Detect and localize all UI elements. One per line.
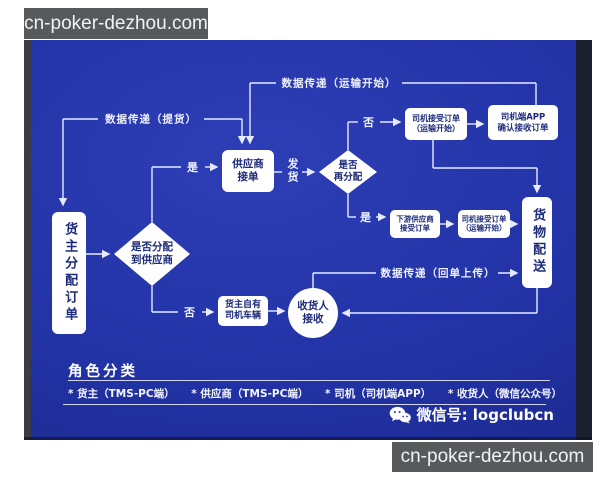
connector-lines — [58, 82, 542, 318]
node-shipper-order: 货主分配订单 — [62, 222, 78, 324]
node-consignee-shape — [288, 288, 338, 338]
flowchart-canvas — [52, 82, 558, 338]
legend-divider-bottom — [63, 404, 546, 405]
label-ship-goods: 发货 — [286, 158, 299, 184]
label-yes-redistribute: 是 — [360, 211, 372, 224]
node-goods-delivery-shape — [522, 197, 552, 288]
legend-title: 角色分类 — [68, 364, 138, 380]
node-supplier-accept-shape — [222, 150, 274, 192]
label-no-assign: 否 — [184, 306, 196, 319]
node-goods-delivery: 货物配送 — [530, 208, 546, 276]
node-shipper-order-shape — [52, 212, 86, 334]
label-no-redistribute: 否 — [363, 116, 375, 129]
wechat-id: 微信号: logclubcn — [416, 406, 554, 424]
label-data-transport-start: 数据传递（运输开始） — [281, 77, 397, 90]
slide-left-edge — [24, 40, 31, 440]
legend-item-supplier: * 供应商（TMS-PC端） — [191, 388, 309, 400]
decision-assign-supplier: 是否分配 到供应商 — [131, 240, 173, 266]
node-driver-app-confirm: 司机端APP 确认接收订单 — [497, 112, 549, 133]
decision-redistribute-shape — [319, 150, 377, 194]
node-driver-accept-top-shape — [405, 108, 467, 140]
label-data-pickup: 数据传递（提货） — [105, 113, 197, 126]
node-driver-accept-mid: 司机接受订单 （运输开始） — [461, 214, 507, 233]
legend-items: * 货主（TMS-PC端） * 供应商（TMS-PC端） * 司机（司机端APP… — [68, 386, 562, 401]
legend-item-shipper: * 货主（TMS-PC端） — [68, 388, 175, 400]
label-yes-assign: 是 — [187, 161, 199, 174]
slide-right-edge — [576, 40, 592, 440]
node-own-driver: 货主自有 司机车辆 — [224, 299, 262, 321]
flowchart-slide: 货主分配订单 是否分配 到供应商 供应商 接单 是否 再分配 司机接受订单 （运… — [24, 40, 592, 440]
legend-item-consignee: * 收货人（微信公众号） — [447, 388, 562, 400]
node-own-driver-shape — [218, 296, 268, 326]
node-shapes — [52, 105, 558, 338]
node-driver-app-shape — [488, 105, 558, 140]
decision-redistribute: 是否 再分配 — [333, 160, 363, 183]
node-driver-accept-mid-shape — [458, 210, 510, 238]
watermark-top: cn-poker-dezhou.com — [24, 8, 208, 39]
label-data-receipt-upload: 数据传递（回单上传） — [380, 267, 496, 280]
wechat-row: 微信号: logclubcn — [389, 404, 554, 425]
slide-bottom-edge — [24, 437, 592, 440]
node-supplier-accept: 供应商 接单 — [232, 157, 264, 183]
watermark-bottom: cn-poker-dezhou.com — [392, 442, 593, 472]
node-driver-accept-top: 司机接受订单 （运输开始） — [412, 114, 460, 133]
node-consignee-receive: 收货人 接收 — [297, 299, 329, 325]
wechat-icon — [389, 406, 411, 423]
decision-assign-supplier-shape — [114, 222, 190, 286]
legend-divider-top — [68, 380, 550, 381]
legend-item-driver: * 司机（司机端APP） — [325, 388, 432, 400]
node-downstream-supplier: 下游供应商 接受订单 — [396, 214, 434, 233]
node-downstream-supplier-shape — [390, 210, 440, 238]
